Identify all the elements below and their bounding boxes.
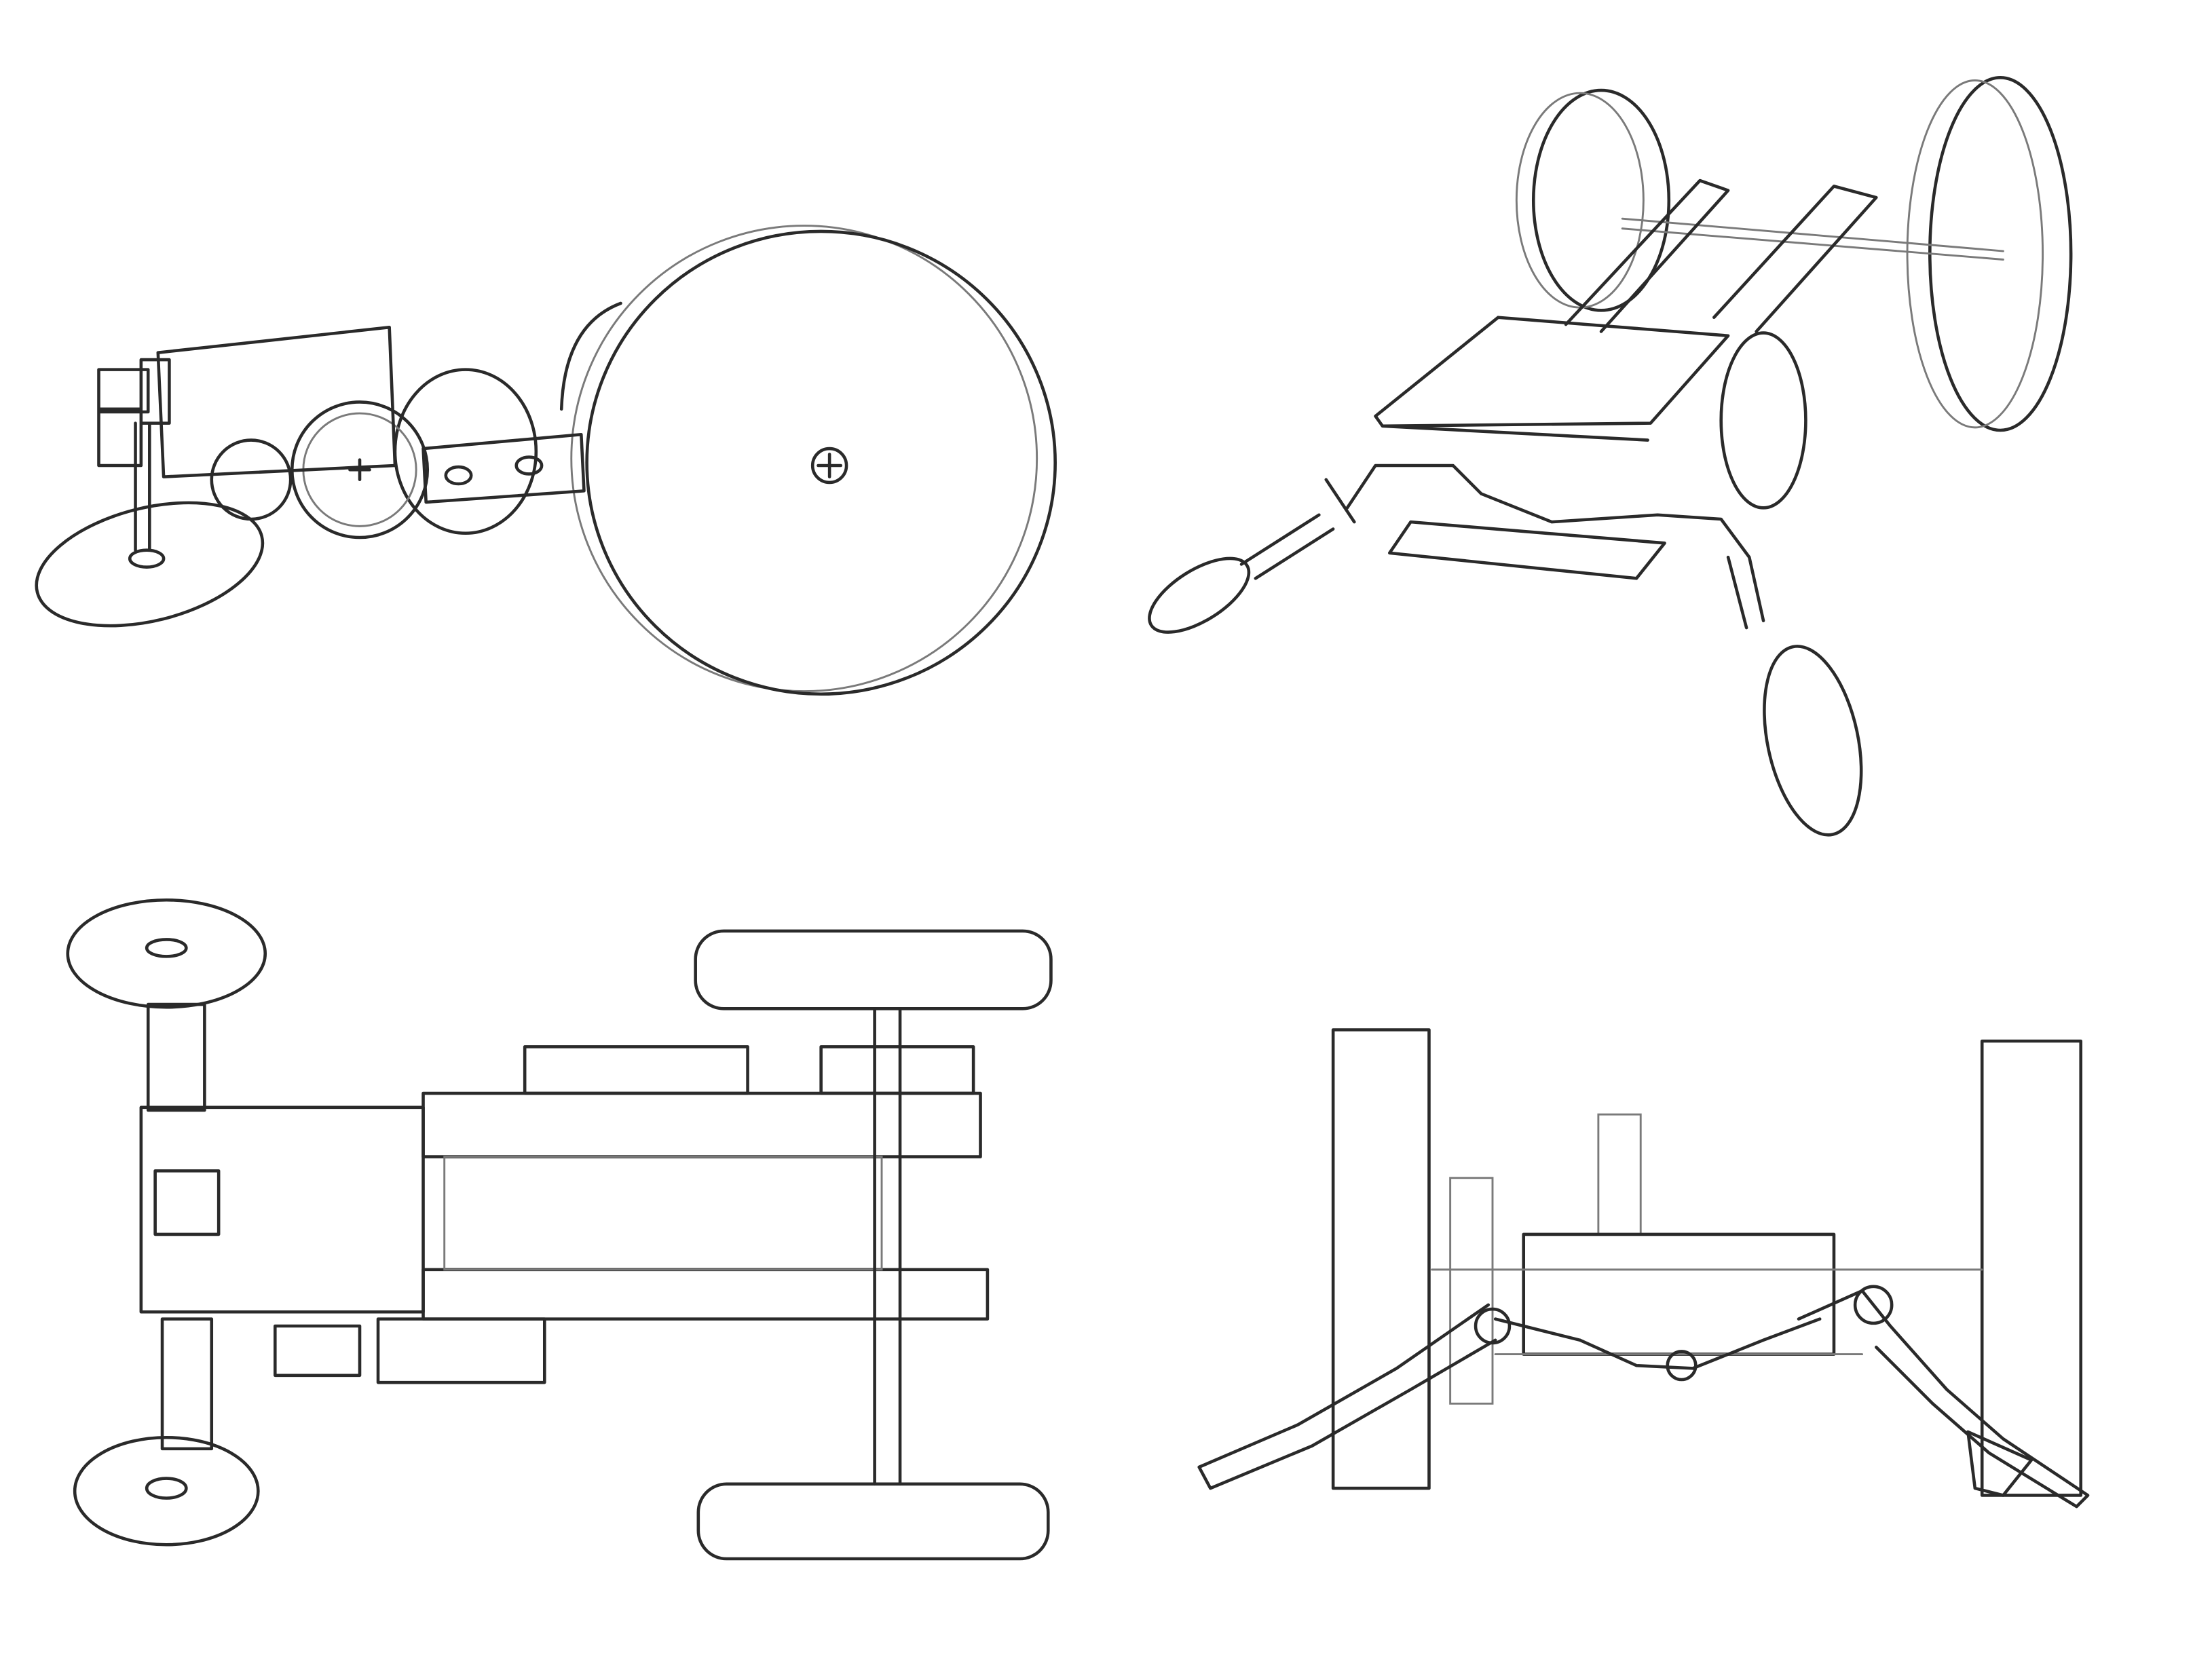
right-joint: [1853, 1285, 1894, 1325]
front-right-wheel: [1763, 645, 1863, 837]
top-left-wheel-hub: [145, 938, 188, 958]
link-bar-hole: [514, 455, 544, 476]
perspective-view-sketch: [1148, 76, 2073, 837]
front-view-sketch: [1197, 1028, 2090, 1509]
right-leg: [1797, 1289, 2090, 1509]
rear-right-wheel-rim: [1906, 79, 2044, 429]
chassis-line: [1431, 1268, 1983, 1356]
side-wheel: [1719, 331, 1807, 510]
left-tall-wheel: [1331, 1028, 1431, 1490]
arm-right: [1712, 185, 1878, 333]
right-foot: [1966, 1430, 2033, 1497]
front-left-wheel: [1148, 556, 1251, 634]
large-rear-wheel-rim: [570, 225, 1038, 693]
upper-axle: [146, 1002, 206, 1112]
deck-block: [819, 1045, 975, 1095]
rear-left-wheel: [1531, 88, 1671, 312]
underside-block: [376, 1317, 546, 1384]
middle-hub-cross-icon: [348, 458, 371, 482]
side-post: [1449, 1177, 1494, 1405]
link-bar-hole: [444, 465, 473, 486]
left-joint: [1474, 1307, 1512, 1345]
front-caster-wheel: [35, 501, 265, 628]
top-left-wheel: [66, 898, 267, 1009]
arm-left: [1564, 178, 1730, 333]
underside-block: [274, 1324, 362, 1378]
servo-block: [153, 1169, 221, 1236]
large-rear-wheel: [585, 229, 1057, 696]
inner-frame: [443, 1156, 883, 1271]
bottom-left-wheel: [73, 1435, 260, 1547]
hub-cross-icon: [817, 453, 843, 478]
front-left-leg: [1239, 463, 1483, 580]
center-link: [1578, 1317, 1822, 1370]
joint-bracket: [97, 358, 171, 552]
right-tall-wheel: [1980, 1039, 2082, 1497]
top-plate: [1374, 316, 1730, 442]
caster-hub: [128, 548, 166, 569]
front-right-leg: [1480, 492, 1765, 630]
center-joint: [1666, 1350, 1698, 1382]
top-view-sketch: [66, 898, 1053, 1561]
axle: [1621, 217, 2004, 261]
chassis-box: [156, 325, 397, 478]
body-block: [139, 1105, 425, 1314]
bottom-plate: [1387, 520, 1666, 580]
bottom-left-wheel-hub: [145, 1477, 188, 1500]
large-wheel-hub: [810, 447, 848, 485]
wheel-back-arc: [559, 301, 622, 411]
deck-block: [523, 1045, 749, 1095]
rear-axle: [873, 1007, 902, 1486]
side-view-sketch: [35, 225, 1057, 696]
lower-axle: [160, 1317, 214, 1451]
